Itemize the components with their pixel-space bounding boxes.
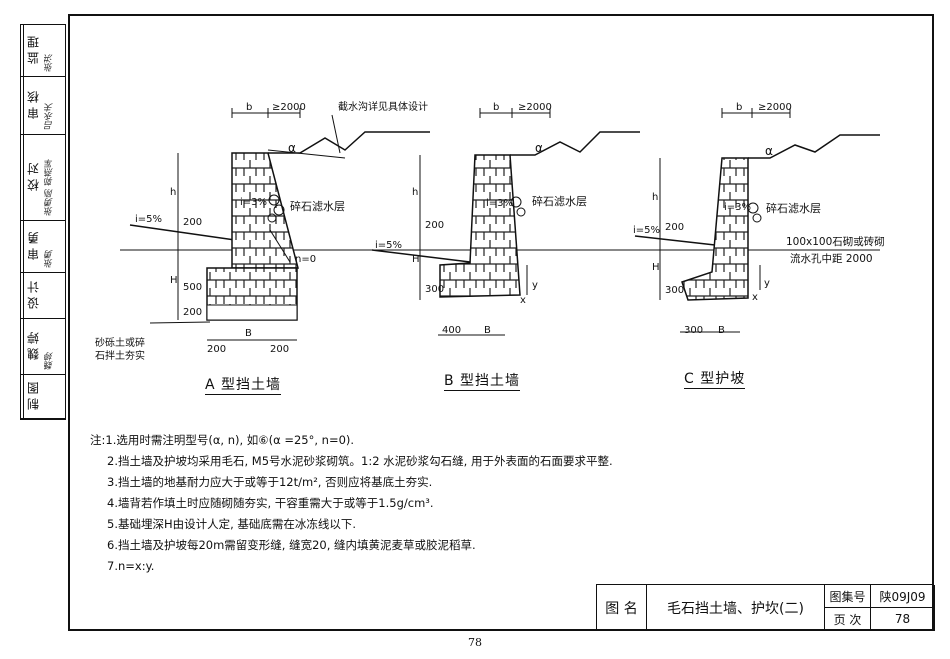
caption-a: A 型挡土墙 bbox=[205, 377, 282, 395]
signature-cell: 制 图 bbox=[21, 375, 65, 419]
b-alpha: α bbox=[535, 141, 543, 155]
b-H: H bbox=[412, 254, 420, 265]
b-ground-i: i=5% bbox=[375, 240, 402, 251]
c-ground-i: i=5% bbox=[633, 225, 660, 236]
b-slope-i: i=3% bbox=[486, 198, 513, 209]
a-b-label: b bbox=[246, 102, 252, 113]
c-slope-i: i=3% bbox=[724, 202, 751, 213]
a-B: B bbox=[245, 328, 252, 339]
a-alpha: α bbox=[288, 141, 296, 155]
drawing-title: 毛石挡土墙、护坎(二) bbox=[647, 585, 825, 631]
atlas-label: 图集号 bbox=[825, 585, 871, 608]
b-b-label: b bbox=[493, 102, 499, 113]
a-gravel-label: 碎石滤水层 bbox=[290, 199, 345, 213]
c-alpha: α bbox=[765, 144, 773, 158]
signature-cell: 审 勇张勇 bbox=[21, 221, 65, 273]
note-6: 6.挡土墙及护坡每20m需留变形缝, 缝宽20, 缝内填黄泥麦草或胶泥稻草. bbox=[107, 538, 476, 552]
b-d200: 200 bbox=[425, 220, 444, 231]
a-h: h bbox=[170, 187, 176, 198]
a-slope-i: i=3% bbox=[240, 197, 267, 208]
signature-cell: 魏 婷魏婷 bbox=[21, 319, 65, 375]
caption-c: C 型护坡 bbox=[684, 371, 746, 389]
a-d500: 500 bbox=[183, 282, 202, 293]
caption-b: B 型挡土墙 bbox=[444, 373, 521, 391]
title-label: 图 名 bbox=[597, 585, 647, 631]
b-B: B bbox=[484, 325, 491, 336]
drain-hole-1: 100x100石砌或砖砌 bbox=[786, 235, 885, 248]
note-1: 注:1.选用时需注明型号(α, n), 如⑥(α =25°, n=0). bbox=[90, 433, 355, 447]
note-2: 2.挡土墙及护坡均采用毛石, M5号水泥砂浆砌筑。1:2 水泥砂浆勾石缝, 用于… bbox=[107, 454, 613, 468]
a-d200-bot: 200 bbox=[183, 307, 202, 318]
c-d300: 300 bbox=[665, 285, 684, 296]
b-gravel-label: 碎石滤水层 bbox=[532, 194, 587, 208]
base-note-2: 石拌土夯实 bbox=[95, 349, 145, 362]
signature-bar: 监 理张洪审 核吕永夫校 对张勇刚 郭燕军审 勇张勇设 计魏 婷魏婷制 图 bbox=[20, 24, 66, 420]
wall-b-drawing bbox=[371, 108, 640, 336]
c-gravel-label: 碎石滤水层 bbox=[766, 201, 821, 215]
drain-hole-2: 流水孔中距 2000 bbox=[790, 252, 873, 265]
page-number: 78 bbox=[468, 636, 482, 649]
signature-cell: 监 理张洪 bbox=[21, 25, 65, 77]
a-d200-r: 200 bbox=[270, 344, 289, 355]
b-x: x bbox=[520, 295, 526, 306]
ditch-note: 截水沟详见具体设计 bbox=[338, 100, 428, 113]
b-d400: 400 bbox=[442, 325, 461, 336]
b-h: h bbox=[412, 187, 418, 198]
a-d200-top: 200 bbox=[183, 217, 202, 228]
a-ground-i: i=5% bbox=[135, 214, 162, 225]
notes-block: 注:1.选用时需注明型号(α, n), 如⑥(α =25°, n=0). 2.挡… bbox=[90, 430, 613, 577]
slope-c-drawing bbox=[634, 108, 880, 333]
b-y: y bbox=[532, 280, 538, 291]
page-label: 页 次 bbox=[825, 608, 871, 631]
drawing-frame bbox=[68, 14, 934, 631]
note-7: 7.n=x:y. bbox=[107, 559, 155, 573]
c-dim-2000: ≥2000 bbox=[758, 102, 792, 113]
b-dim-2000: ≥2000 bbox=[518, 102, 552, 113]
signature-cell: 设 计 bbox=[21, 273, 65, 319]
note-3: 3.挡土墙的地基耐力应大于或等于12t/m², 否则应将基底土夯实. bbox=[107, 475, 433, 489]
c-x: x bbox=[752, 292, 758, 303]
a-d200-l: 200 bbox=[207, 344, 226, 355]
note-4: 4.墙背若作填土时应随砌随夯实, 干容重需大于或等于1.5g/cm³. bbox=[107, 496, 434, 510]
c-d300-b: 300 bbox=[684, 325, 703, 336]
title-block: 图 名 毛石挡土墙、护坎(二) 图集号 陕09J09 页 次 78 bbox=[596, 584, 935, 631]
signature-cell: 审 核吕永夫 bbox=[21, 77, 65, 135]
c-d200: 200 bbox=[665, 222, 684, 233]
c-H: H bbox=[652, 262, 660, 273]
atlas-number: 陕09J09 bbox=[871, 585, 935, 608]
a-H: H bbox=[170, 275, 178, 286]
b-d300: 300 bbox=[425, 284, 444, 295]
c-y: y bbox=[764, 278, 770, 289]
signature-cell: 校 对张勇刚 郭燕军 bbox=[21, 135, 65, 221]
base-note-1: 砂砾土或碎 bbox=[95, 336, 145, 349]
c-B: B bbox=[718, 325, 725, 336]
a-n0: n=0 bbox=[295, 254, 316, 265]
page-number-cell: 78 bbox=[871, 608, 935, 631]
note-5: 5.基础埋深H由设计人定, 基础底需在冰冻线以下. bbox=[107, 517, 357, 531]
a-dim-2000: ≥2000 bbox=[272, 102, 306, 113]
c-b-label: b bbox=[736, 102, 742, 113]
c-h: h bbox=[652, 192, 658, 203]
